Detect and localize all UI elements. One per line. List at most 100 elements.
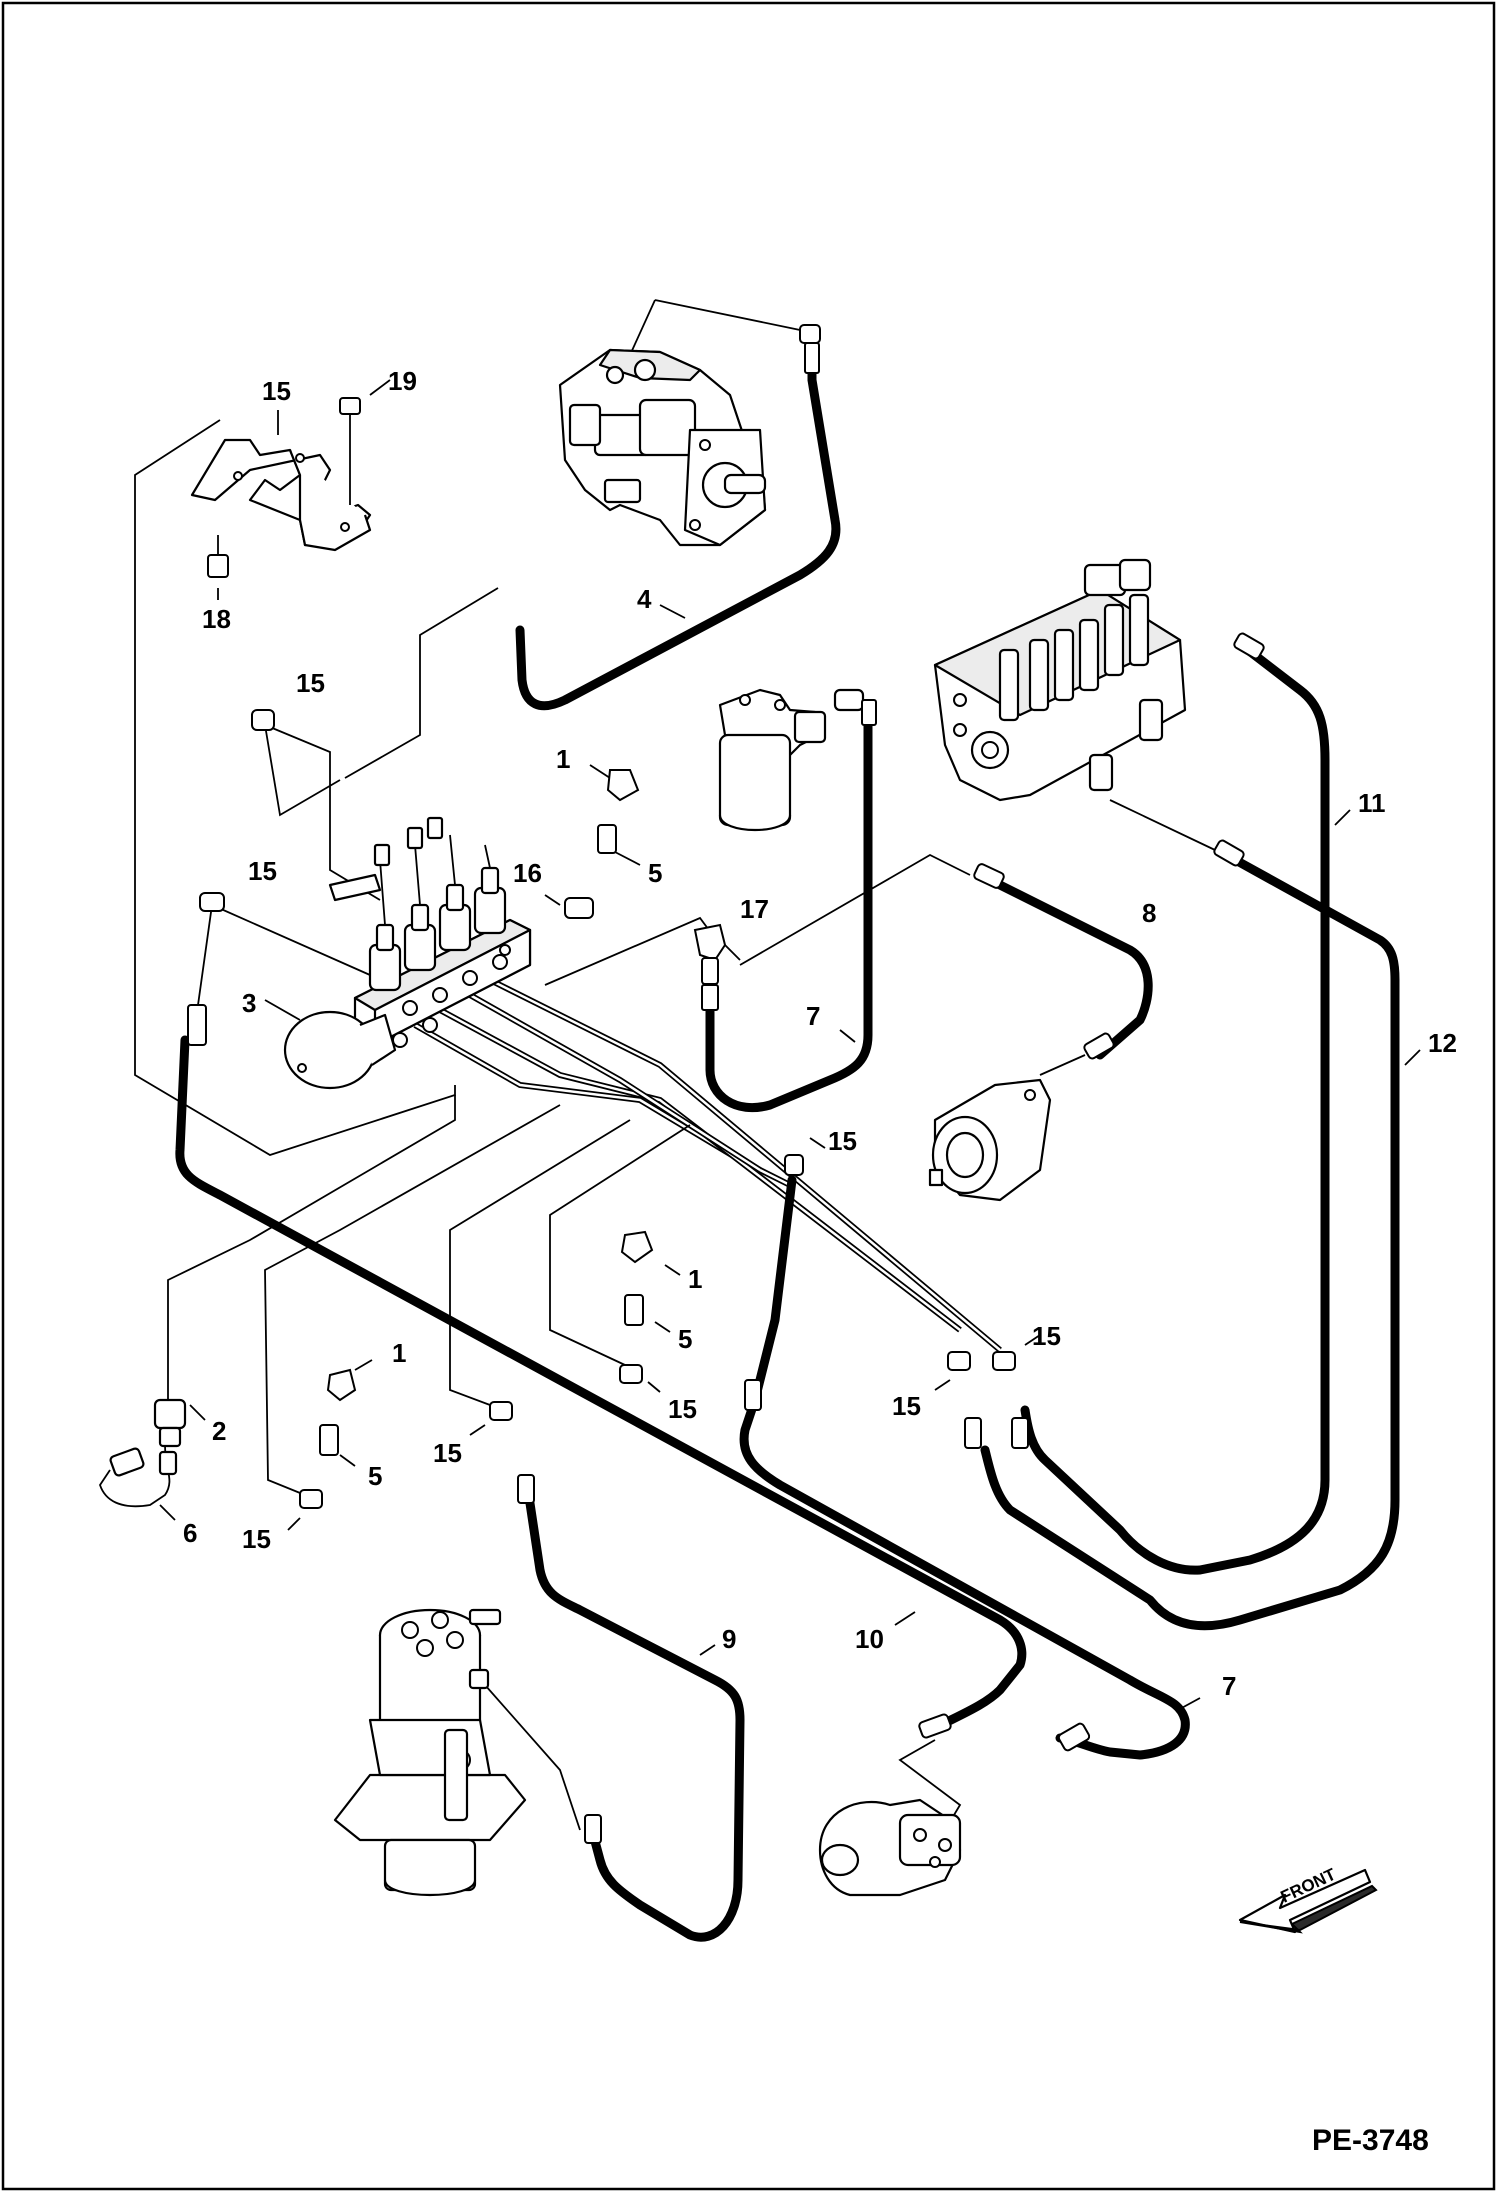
leader-10 xyxy=(699,1644,716,1656)
callout-5c: 5 xyxy=(368,1461,382,1491)
accumulator-3 xyxy=(283,1010,397,1090)
manifold-block xyxy=(328,816,532,1048)
leader-15a xyxy=(264,724,381,901)
leader-15b xyxy=(197,904,371,1006)
callout-1a: 1 xyxy=(556,744,570,774)
callout-3: 3 xyxy=(242,988,256,1018)
callout-15g: 15 xyxy=(242,1524,271,1554)
callout-15c: 15 xyxy=(828,1126,857,1156)
leader-15h xyxy=(1024,1334,1041,1346)
callout-10: 9 xyxy=(722,1624,736,1654)
hose-8 xyxy=(705,705,873,1113)
bracket-14 xyxy=(190,438,372,552)
front-arrow: FRONT xyxy=(1238,1864,1378,1934)
hose-9 xyxy=(985,875,1153,1060)
fitting-pump-top xyxy=(799,324,821,374)
callout-2: 2 xyxy=(212,1416,226,1446)
callout-15d: 15 xyxy=(433,1438,462,1468)
leader-3 xyxy=(264,999,301,1021)
callout-1c: 1 xyxy=(392,1338,406,1368)
hose-13 xyxy=(980,852,1400,1631)
fittings xyxy=(187,709,1115,1844)
callout-6: 6 xyxy=(183,1518,197,1548)
fitting-12-top xyxy=(1233,632,1265,660)
callout-15b: 15 xyxy=(248,856,277,886)
callout-15i: 15 xyxy=(892,1391,921,1421)
tube-manifold-b-in xyxy=(439,1008,961,1331)
callout-15a: 15 xyxy=(296,668,325,698)
leader-19 xyxy=(369,379,391,396)
leader-5a xyxy=(614,851,641,866)
callout-7: 7 xyxy=(1222,1671,1236,1701)
callout-5a: 5 xyxy=(648,858,662,888)
leader-1c xyxy=(354,1359,373,1371)
callout-8: 7 xyxy=(806,1001,820,1031)
callout-19: 19 xyxy=(388,366,417,396)
leader-15f-frame xyxy=(549,1124,691,1366)
callout-15h: 15 xyxy=(1032,1321,1061,1351)
leader-13 xyxy=(1404,1049,1421,1066)
callout-17: 17 xyxy=(740,894,769,924)
callout-9: 8 xyxy=(1142,898,1156,928)
leader-16 xyxy=(544,894,561,906)
callout-18: 18 xyxy=(202,604,231,634)
callout-15e: 15 xyxy=(668,1394,697,1424)
hose-group xyxy=(175,345,1400,1942)
leader-15c xyxy=(809,1137,826,1149)
leader-12 xyxy=(1334,809,1351,826)
leader-15e-frame xyxy=(449,1119,631,1406)
leader-4-frame xyxy=(344,587,499,779)
leader-pump xyxy=(629,299,801,356)
leader-8 xyxy=(839,1029,856,1043)
gear-pump xyxy=(928,1078,1052,1202)
leader-5c xyxy=(339,1454,356,1467)
leader-1b xyxy=(664,1264,681,1276)
harness-6 xyxy=(99,1444,178,1508)
leader-15d-frame xyxy=(264,1104,561,1496)
swivel-joint xyxy=(333,1608,527,1897)
callout-labels: 15 19 18 4 15 1 5 16 15 17 3 8 7 15 11 1… xyxy=(183,366,1457,1654)
pressure-switch-2 xyxy=(153,1398,187,1448)
leader-11 xyxy=(894,1611,916,1626)
tube-group xyxy=(413,977,1002,1405)
callout-4: 4 xyxy=(637,584,652,614)
hose-12 xyxy=(1020,645,1330,1575)
leader-2 xyxy=(189,1404,206,1421)
leader-15g xyxy=(287,1517,301,1531)
leader-2-frame xyxy=(167,1095,456,1430)
nut-18 xyxy=(207,535,229,578)
travel-motor xyxy=(818,1798,962,1897)
leader-15d xyxy=(469,1424,486,1436)
leader-6 xyxy=(159,1504,176,1521)
bolt-19 xyxy=(339,397,361,505)
fitting-9-top xyxy=(973,863,1005,889)
fitting-13-top xyxy=(1213,839,1245,867)
leader-5b xyxy=(654,1321,671,1333)
leader-15e xyxy=(647,1381,661,1393)
control-valve xyxy=(933,558,1187,802)
filter-assembly xyxy=(718,688,877,831)
callout-16: 16 xyxy=(513,858,542,888)
hose-10 xyxy=(523,1485,745,1942)
hose-4 xyxy=(515,345,841,711)
hydraulic-pump xyxy=(558,348,767,547)
leader-gearpump xyxy=(1039,1054,1086,1076)
hose-7 xyxy=(739,1395,1190,1760)
leader-1a xyxy=(589,764,611,779)
leader-frame-left xyxy=(134,419,456,1156)
leader-7 xyxy=(1177,1697,1201,1711)
callout-1b: 1 xyxy=(688,1264,702,1294)
leader-15i xyxy=(934,1379,951,1391)
tube-manifold-c-in xyxy=(489,978,1001,1351)
callout-12: 11 xyxy=(1358,788,1386,818)
callout-11: 10 xyxy=(855,1624,884,1654)
document-id: PE-3748 xyxy=(1312,2124,1429,2157)
hose-11 xyxy=(175,1035,1027,1733)
callout-14: 15 xyxy=(262,376,291,406)
leader-swivel xyxy=(484,1684,581,1831)
tube-mid-down xyxy=(750,1175,797,1405)
leader-9 xyxy=(1111,937,1126,949)
tube-manifold-d-in xyxy=(469,993,761,1172)
